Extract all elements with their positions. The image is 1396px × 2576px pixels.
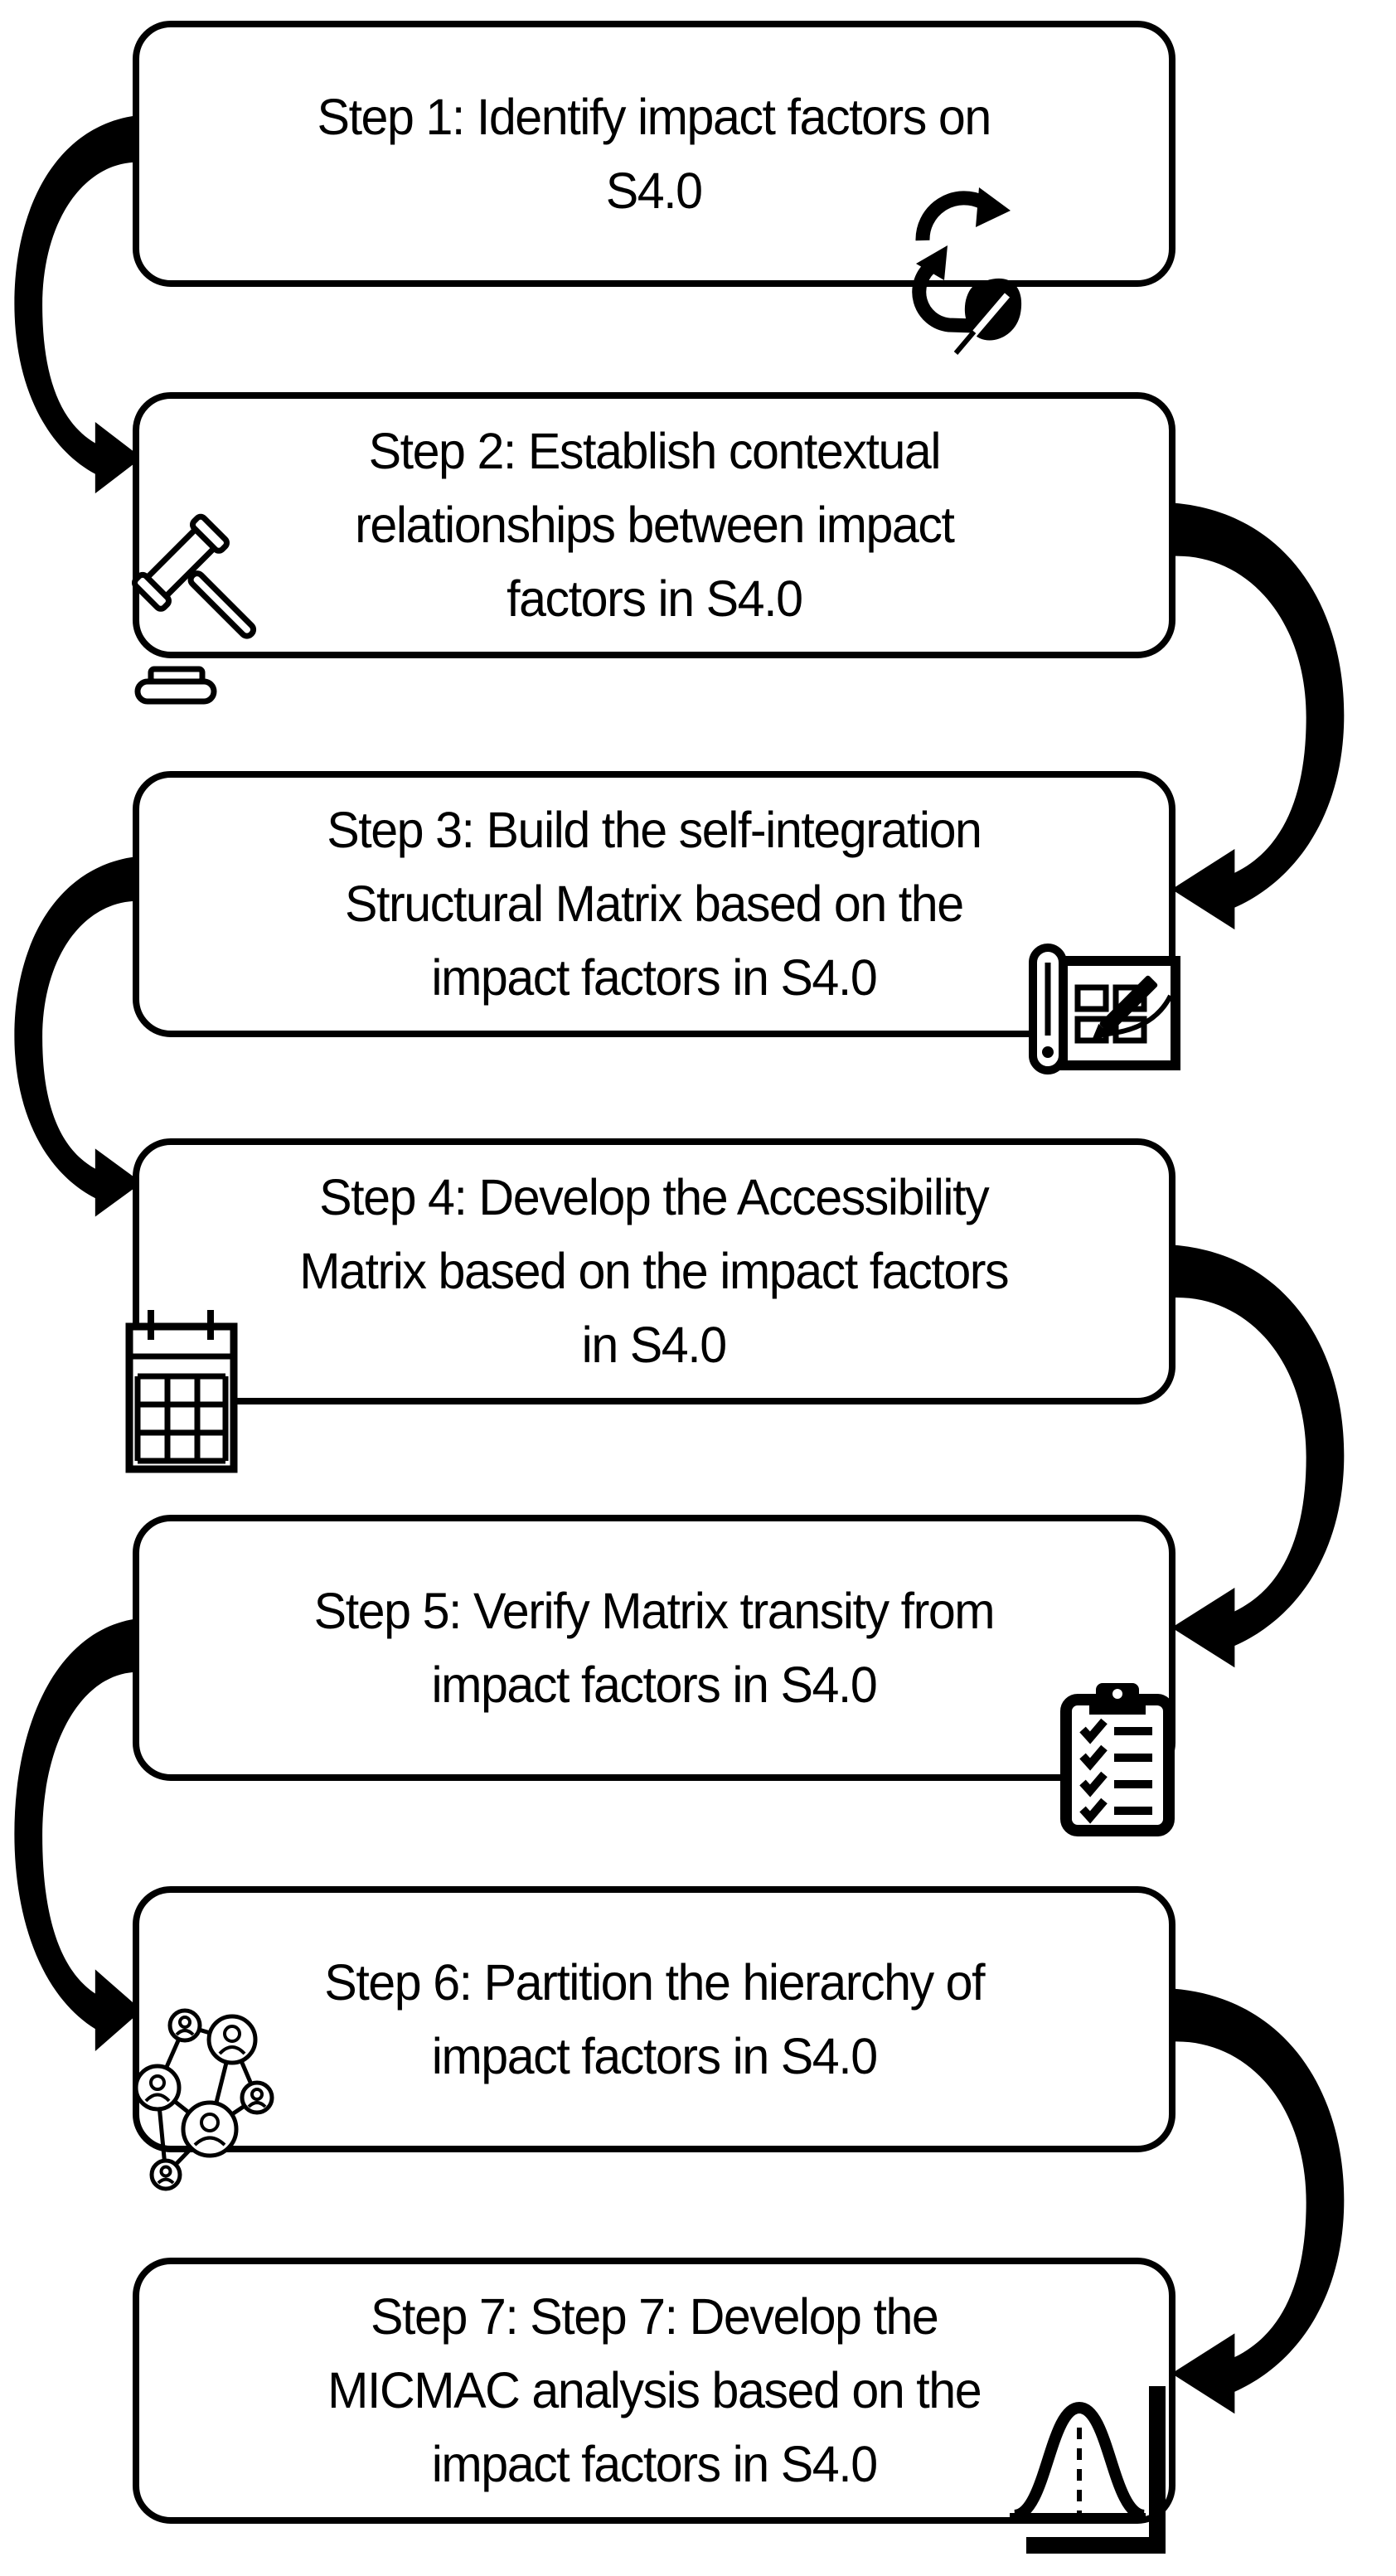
step-label-line: factors in S4.0 — [506, 570, 803, 627]
step-label-line: impact factors in S4.0 — [431, 1656, 878, 1713]
arrow-step4-to-step5 — [1171, 1244, 1345, 1668]
arrow-step5-to-step6 — [14, 1618, 143, 2052]
step-1-box: Step 1: Identify impact factors on S4.0 — [133, 21, 1175, 287]
step-label-line: Matrix based on the impact factors — [299, 1243, 1010, 1299]
pencil-shape — [1091, 975, 1158, 1042]
step-2-box: Step 2: Establish contextual relationshi… — [133, 392, 1175, 658]
curved-arrow-shape — [14, 1618, 143, 2052]
clipboard-checklist-icon — [1060, 1683, 1175, 1836]
step-4-label: Step 4: Develop the Accessibility Matrix… — [299, 1161, 1010, 1382]
step-label-line: MICMAC analysis based on the — [327, 2362, 982, 2418]
curved-arrow-shape — [14, 114, 143, 494]
arrow-step6-to-step7 — [1171, 1988, 1345, 2414]
curved-arrow-shape — [1171, 1988, 1345, 2414]
step-label-line: Step 3: Build the self-integration — [327, 802, 982, 858]
step-label-line: Step 1: Identify impact factors on — [317, 88, 992, 145]
step-7-box: Step 7: Step 7: Develop the MICMAC analy… — [133, 2258, 1175, 2524]
step-label-line: Step 5: Verify Matrix transity from — [313, 1582, 996, 1639]
step-6-label: Step 6: Partition the hierarchy of impac… — [324, 1946, 985, 2093]
step-label-line: impact factors in S4.0 — [431, 2436, 878, 2492]
step-2-label: Step 2: Establish contextual relationshi… — [354, 415, 955, 636]
step-label-line: in S4.0 — [581, 1317, 727, 1373]
arrow-step2-to-step3 — [1171, 502, 1345, 930]
curved-arrow-shape — [1171, 1244, 1345, 1668]
curved-arrow-shape — [1171, 502, 1345, 930]
step-3-label: Step 3: Build the self-integration Struc… — [327, 793, 982, 1015]
step-label-line: impact factors in S4.0 — [431, 949, 878, 1006]
step-5-box: Step 5: Verify Matrix transity from impa… — [133, 1515, 1175, 1781]
bell-curve-icon — [1010, 2386, 1166, 2554]
step-1-label: Step 1: Identify impact factors on S4.0 — [317, 80, 992, 228]
network-people-icon — [133, 2008, 274, 2191]
gavel-icon — [131, 513, 257, 705]
step-6-box: Step 6: Partition the hierarchy of impac… — [133, 1886, 1175, 2152]
step-label-line: relationships between impact — [354, 497, 955, 553]
step-label-line: impact factors in S4.0 — [431, 2027, 878, 2084]
step-3-box: Step 3: Build the self-integration Struc… — [133, 771, 1175, 1037]
step-label-line: Structural Matrix based on the — [345, 876, 964, 932]
step-7-label: Step 7: Step 7: Develop the MICMAC analy… — [327, 2280, 982, 2501]
step-label-line: Step 7: Step 7: Develop the — [370, 2288, 939, 2345]
step-5-label: Step 5: Verify Matrix transity from impa… — [313, 1574, 996, 1722]
arrow-step1-to-step2 — [14, 114, 143, 494]
step-4-box: Step 4: Develop the Accessibility Matrix… — [133, 1138, 1175, 1404]
calendar-icon — [125, 1310, 238, 1473]
step-label-line: Step 2: Establish contextual — [368, 423, 941, 479]
arrow-step3-to-step4 — [14, 856, 143, 1217]
step-label-line: Step 4: Develop the Accessibility — [319, 1169, 990, 1225]
step-label-line: Step 6: Partition the hierarchy of — [324, 1953, 985, 2011]
recycle-leaf-icon — [912, 187, 1022, 355]
blueprint-pencil-icon — [1029, 944, 1180, 1075]
step-label-line: S4.0 — [606, 162, 703, 219]
curved-arrow-shape — [14, 856, 143, 1217]
